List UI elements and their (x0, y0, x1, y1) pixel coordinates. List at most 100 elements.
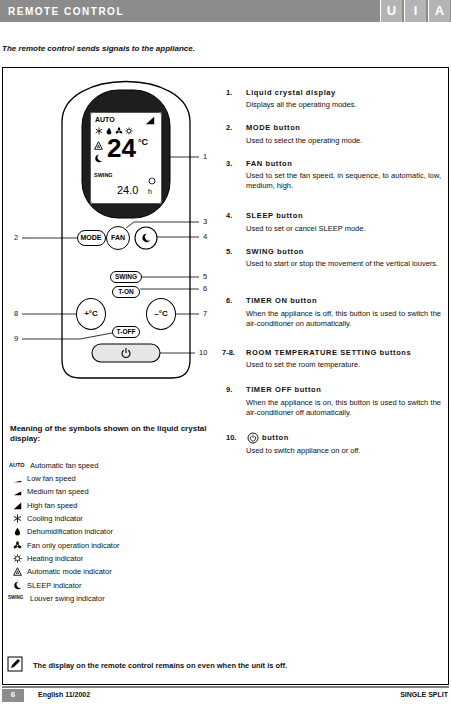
item-title: ROOM TEMPERATURE SETTING buttons (246, 348, 443, 358)
item-number: 10. (226, 433, 236, 443)
note-icon-part (8, 657, 22, 671)
note-icon-part (11, 659, 20, 668)
callout-number: 3 (203, 217, 207, 227)
button-label: U (387, 4, 396, 18)
legend-symbol-text: AUTO (9, 463, 24, 469)
sleep-button-part (135, 227, 157, 249)
item-title: MODE button (246, 123, 441, 133)
section-title: REMOTE CONTROL (8, 6, 124, 17)
lcd-icons-part (125, 127, 132, 134)
item-title: button (262, 433, 442, 443)
lcd-icons-part (115, 127, 123, 134)
lcd-icons-part (146, 117, 154, 125)
sleep-button-part (142, 234, 150, 242)
legend-text: Dehumidification indicator (27, 527, 113, 536)
legend-text: Heating indicator (27, 554, 83, 563)
item-description: When the appliance is off, this button i… (246, 309, 441, 329)
legend-symbols-part (15, 528, 20, 536)
legend-symbols-part (14, 481, 22, 483)
power-button-part (92, 344, 160, 362)
lcd-icons-part (95, 155, 102, 163)
section-tab: A (428, 0, 450, 22)
timer-off-button: T-OFF (112, 326, 140, 338)
leader-lines-part (22, 238, 78, 239)
header-band: REMOTE CONTROL UIA (0, 0, 451, 22)
power-symbol-part (248, 433, 258, 443)
button-label: T-OFF (117, 328, 136, 335)
legend-symbols-part (14, 492, 22, 496)
footnote: The display on the remote control remain… (33, 661, 443, 671)
legend-text: Automatic fan speed (30, 461, 98, 470)
item-number: 4. (226, 211, 232, 221)
legend-text: Louver swing indicator (30, 594, 105, 603)
mode-button: MODE (77, 230, 106, 246)
item-number: 9. (226, 385, 232, 395)
lcd-readout: 24 (107, 135, 136, 161)
item-description: Used to start or stop the movement of th… (246, 259, 441, 269)
power-button-part (122, 348, 130, 358)
footer-text: English 11/2002 (38, 690, 90, 699)
item-description: Used to switch appliance on or off. (246, 446, 441, 456)
item-description: Used to set the room temperature. (246, 360, 441, 370)
legend-symbols-part (13, 554, 21, 562)
item-number: 7-8. (222, 348, 235, 358)
item-title: TIMER OFF button (246, 385, 441, 395)
remote-body-part (62, 82, 190, 379)
legend-text: Automatic mode indicator (27, 567, 112, 576)
page-frame (2, 68, 449, 688)
callout-number: 2 (14, 233, 18, 243)
button-label: –°C (154, 310, 167, 319)
callout-number: 9 (14, 334, 18, 344)
item-description: Used to set the fan speed, in sequence, … (246, 171, 441, 191)
item-number: 1. (226, 88, 232, 98)
item-title: FAN button (246, 159, 441, 169)
intro-note: The remote control sends signals to the … (2, 44, 195, 54)
lcd-icons-part (107, 128, 112, 135)
power-symbol (248, 433, 258, 443)
leader-lines-part (142, 277, 199, 278)
item-title: SLEEP button (246, 211, 441, 221)
callout-number: 5 (203, 272, 207, 282)
button-label: +°C (84, 310, 98, 319)
timer-on-button: T-ON (112, 286, 140, 298)
section-tab: I (404, 0, 426, 22)
page-number-box: 6 (2, 689, 24, 702)
leader-lines-part (157, 237, 199, 238)
callout-number: 1 (203, 152, 207, 162)
callout-number: 8 (14, 309, 18, 319)
legend-text: High fan speed (27, 501, 77, 510)
swing-button: SWING (110, 271, 142, 283)
power-symbol-part (250, 435, 255, 441)
sleep-button (135, 227, 157, 249)
page-frame-part (3, 68, 449, 685)
footer-text: SINGLE SPLIT (300, 690, 448, 699)
button-label: T-ON (118, 288, 134, 295)
remote-body (62, 82, 190, 379)
remote-body-part (82, 90, 170, 218)
item-description: Displays all the operating modes. (246, 100, 441, 110)
page-frame-part (2, 687, 449, 688)
item-title: TIMER ON button (246, 296, 441, 306)
item-title: SWING button (246, 247, 441, 257)
legend-text: Medium fan speed (27, 487, 89, 496)
item-number: 3. (226, 159, 232, 169)
section-tab: U (380, 0, 402, 22)
note-icon (8, 657, 22, 671)
legend-symbols-part (14, 568, 22, 576)
lcd-readout: SWING (94, 173, 113, 179)
legend-symbols-part (14, 514, 21, 522)
legend-symbols-part (14, 582, 21, 590)
item-description: Used to select the operating mode. (246, 136, 441, 146)
leader-lines-part (160, 353, 195, 354)
legend-heading: Meaning of the symbols shown on the liqu… (10, 424, 215, 445)
button-label: SWING (115, 273, 137, 280)
item-description: When the appliance is on, this button is… (246, 398, 441, 418)
lcd-readout: h (148, 188, 152, 195)
button-label: FAN (111, 234, 125, 242)
lcd-icons (95, 117, 155, 184)
fan-button: FAN (106, 226, 130, 250)
leader-lines (22, 157, 199, 353)
button-label: MODE (81, 234, 102, 242)
lcd-icons-part (96, 127, 102, 134)
button-label: 6 (11, 691, 15, 700)
